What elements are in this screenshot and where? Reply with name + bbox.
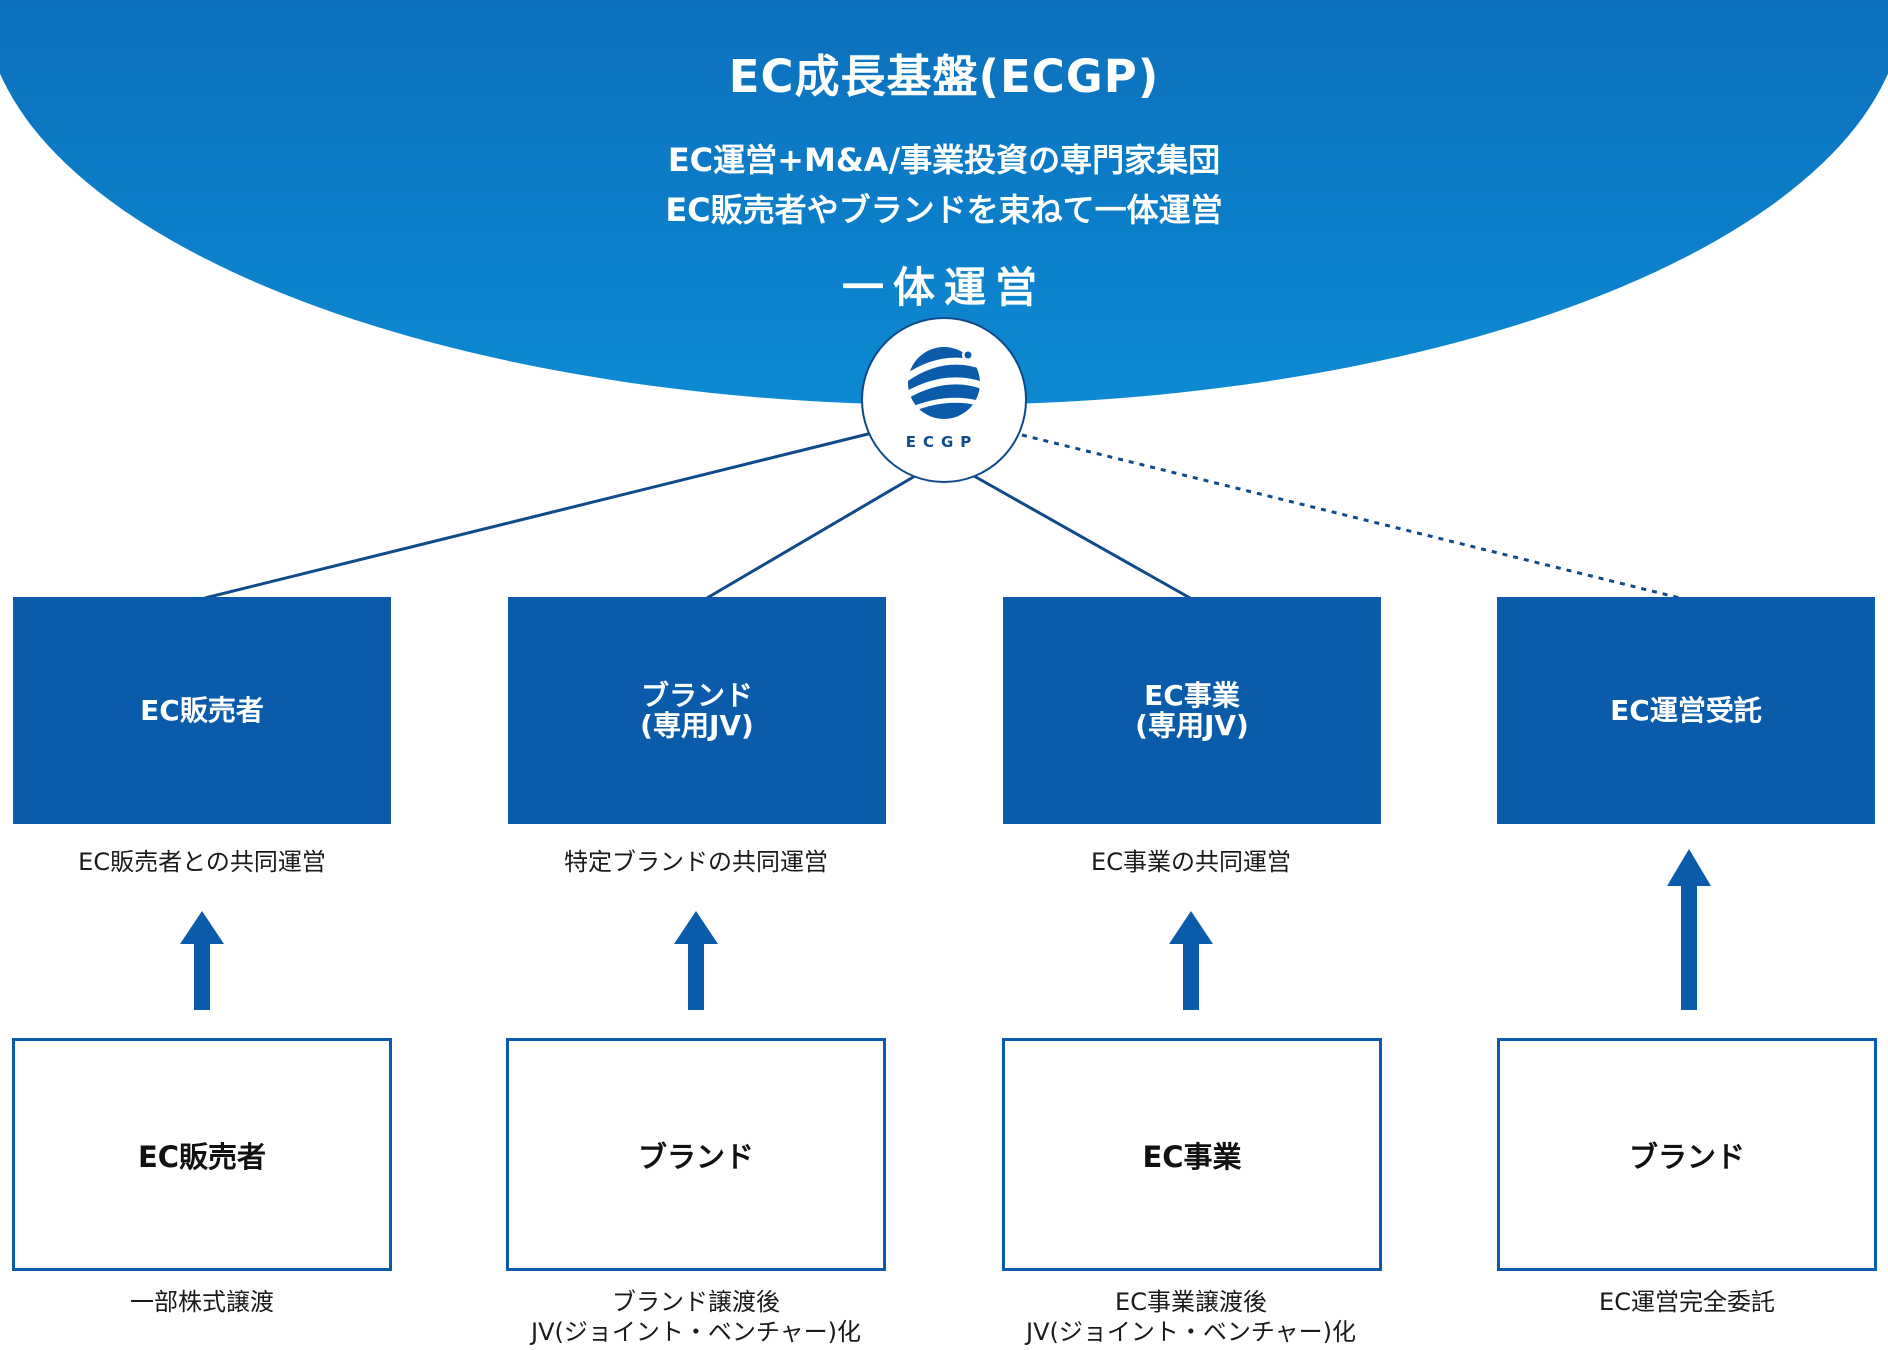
connector-line-brand-jv: [706, 474, 916, 600]
footer-ec-seller: 一部株式譲渡: [0, 1287, 432, 1317]
top-box-label-line2: (専用JV): [1135, 708, 1249, 742]
bottom-box-ec-seller: EC販売者: [12, 1038, 392, 1271]
top-box-ec-business-jv: EC事業 (専用JV): [1003, 597, 1381, 824]
connector-line-ec-seller: [204, 431, 873, 600]
footer-line2: JV(ジョイント・ベンチャー)化: [1026, 1318, 1356, 1346]
arrow-up-icon: [1667, 849, 1711, 1010]
connector-line-ec-business-jv: [973, 474, 1191, 600]
bottom-box-label: ブランド: [1628, 1139, 1745, 1174]
top-box-brand-jv: ブランド (専用JV): [508, 597, 886, 824]
hero-ellipse: [0, 0, 1888, 405]
description-text: EC事業の共同運営: [1091, 848, 1291, 876]
footer-line: 一部株式譲渡: [130, 1288, 274, 1316]
bottom-box-label: EC販売者: [137, 1139, 267, 1174]
unified-operation-label: 一体運営: [841, 263, 1046, 312]
bottom-box-label: ブランド: [637, 1139, 754, 1174]
footer-line2: JV(ジョイント・ベンチャー)化: [531, 1318, 861, 1346]
hero-title: EC成長基盤(ECGP): [728, 50, 1160, 103]
description-ec-seller: EC販売者との共同運営: [0, 847, 432, 877]
footer-brand: ブランド譲渡後 JV(ジョイント・ベンチャー)化: [466, 1287, 926, 1347]
bottom-box-brand-2: ブランド: [1497, 1038, 1877, 1271]
ecgp-globe-icon: [903, 347, 986, 419]
connector-line-ec-operation-dotted: [1021, 433, 1681, 600]
top-box-label-line2: (専用JV): [640, 708, 754, 742]
ecgp-logo-text: ECGP: [905, 433, 979, 451]
hero-subtitle-line2: EC販売者やブランドを束ねて一体運営: [665, 191, 1223, 229]
top-box-ec-operation: EC運営受託: [1497, 597, 1875, 824]
bottom-box-ec-business: EC事業: [1002, 1038, 1382, 1271]
top-box-ec-seller: EC販売者: [13, 597, 391, 824]
top-box-label: EC運営受託: [1610, 693, 1762, 727]
footer-line1: ブランド譲渡後: [612, 1288, 780, 1316]
footer-line1: EC事業譲渡後: [1115, 1288, 1267, 1316]
description-brand-jv: 特定ブランドの共同運営: [466, 847, 926, 877]
bottom-box-label: EC事業: [1142, 1139, 1242, 1174]
arrow-up-icon: [1169, 911, 1213, 1010]
footer-line: EC運営完全委託: [1599, 1288, 1775, 1316]
bottom-box-brand: ブランド: [506, 1038, 886, 1271]
description-text: 特定ブランドの共同運営: [564, 848, 828, 876]
footer-ec-business: EC事業譲渡後 JV(ジョイント・ベンチャー)化: [961, 1287, 1421, 1347]
arrow-up-icon: [180, 911, 224, 1010]
description-ec-business-jv: EC事業の共同運営: [961, 847, 1421, 877]
description-text: EC販売者との共同運営: [78, 848, 326, 876]
hero-subtitle-line1: EC運営+M&A/事業投資の専門家集団: [667, 141, 1221, 179]
footer-ec-operation: EC運営完全委託: [1457, 1287, 1888, 1317]
arrow-up-icon: [674, 911, 718, 1010]
top-box-label-line1: EC事業: [1144, 678, 1240, 712]
top-box-label-line1: ブランド: [640, 678, 753, 712]
top-box-label: EC販売者: [140, 693, 264, 727]
